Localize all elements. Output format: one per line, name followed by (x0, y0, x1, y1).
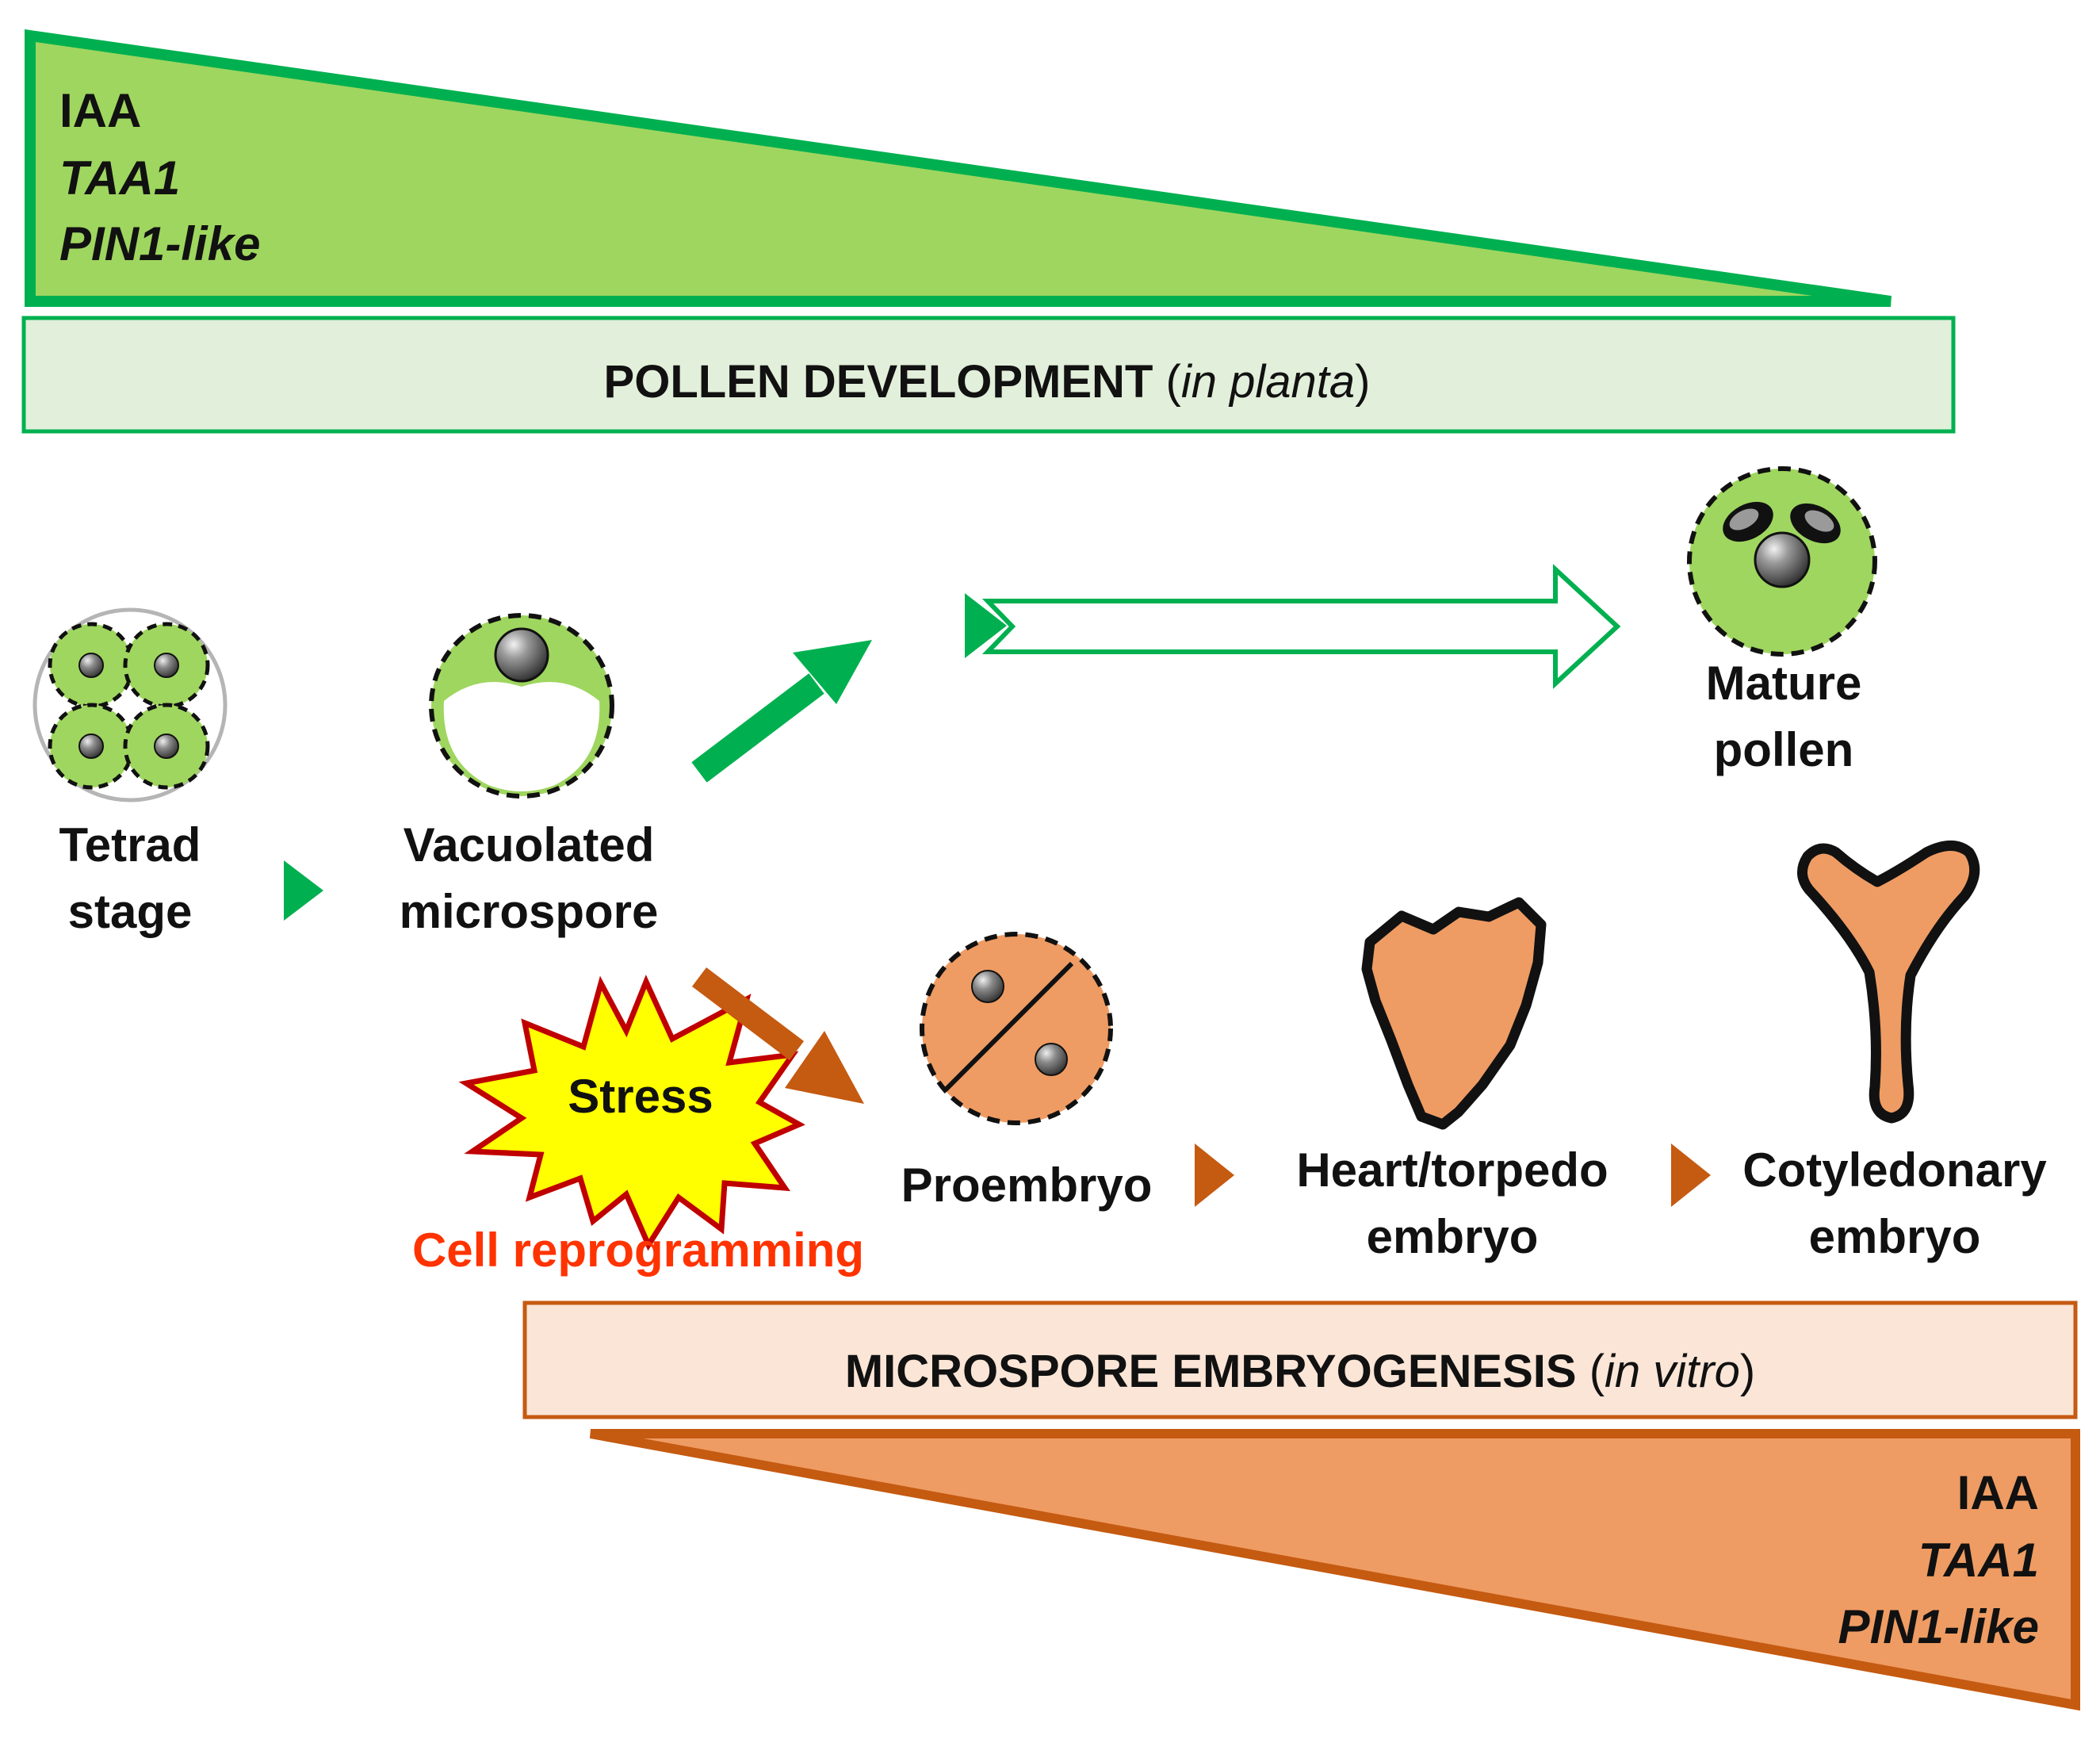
pollen-development-title: POLLEN DEVELOPMENT (in planta) (604, 356, 1371, 408)
mature-pollen-label-line1: Mature (1706, 657, 1862, 710)
mature-pollen-label-line2: pollen (1714, 723, 1854, 776)
bottom-gradient-label-pin1: PIN1-like (1838, 1600, 2039, 1653)
microspore-embryogenesis-title: MICROSPORE EMBRYOGENESIS (in vitro) (845, 1346, 1755, 1397)
pollen-auxin-gradient-wedge (25, 29, 1892, 307)
bottom-gradient-label-taa1: TAA1 (1918, 1534, 2039, 1587)
tetrad-stage-label-line2: stage (68, 885, 193, 938)
embryogenesis-auxin-gradient-wedge (589, 1429, 2080, 1711)
embryogenesis-path-arrow (691, 967, 864, 1104)
heart-torpedo-embryo-shape (1361, 897, 1547, 1130)
tetrad-to-vacuolated-arrowhead (284, 860, 323, 921)
tetrad-cell (33, 607, 228, 802)
tetrad-microspore (123, 622, 210, 709)
sperm-cell (1723, 501, 1773, 542)
bottom-gradient-label-iaa: IAA (1957, 1466, 2039, 1519)
tetrad-microspore (48, 622, 135, 709)
mature-pollen-cell (1687, 466, 1877, 657)
pollen-path-arrow (691, 640, 872, 783)
microspore-embryogenesis-banner (522, 1300, 2078, 1419)
cotyledonary-label-line1: Cotyledonary (1742, 1143, 2047, 1197)
sperm-cell (1790, 503, 1841, 544)
proembryo-cell (920, 932, 1113, 1125)
vacuolated-microspore-cell (429, 613, 614, 799)
vacuolated-microspore-label-line1: Vacuolated (404, 818, 655, 871)
pollen-path-arrowhead (965, 593, 1007, 658)
tetrad-stage-label-line1: Tetrad (59, 818, 201, 871)
proembryo-to-heart-arrowhead (1195, 1143, 1234, 1207)
tetrad-microspore (48, 703, 135, 790)
vacuolated-microspore-label-line2: microspore (400, 885, 659, 938)
top-gradient-label-taa1: TAA1 (59, 151, 180, 205)
stress-starburst (458, 975, 805, 1251)
pollen-maturation-hollow-arrow (981, 564, 1621, 689)
top-gradient-label-iaa: IAA (59, 84, 141, 137)
stress-label: Stress (568, 1070, 713, 1123)
pollen-development-banner (21, 316, 1956, 434)
cell-reprogramming-label: Cell reprogramming (412, 1224, 864, 1277)
proembryo-label: Proembryo (901, 1159, 1153, 1212)
heart-to-cotyledonary-arrowhead (1671, 1143, 1711, 1207)
heart-torpedo-label-line1: Heart/torpedo (1296, 1143, 1608, 1197)
heart-torpedo-label-line2: embryo (1367, 1210, 1539, 1263)
tetrad-microspore (123, 703, 210, 790)
cotyledonary-label-line2: embryo (1809, 1210, 1981, 1263)
top-gradient-label-pin1: PIN1-like (59, 217, 260, 270)
cotyledonary-embryo-shape (1797, 841, 1980, 1124)
